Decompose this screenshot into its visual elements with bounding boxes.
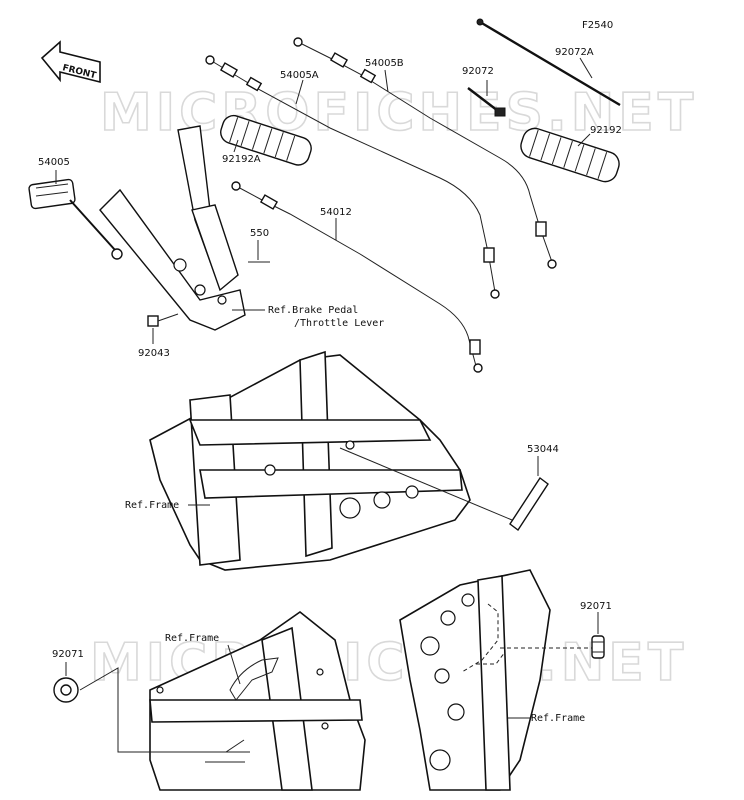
label-92071-left: 92071	[52, 649, 84, 660]
part-54005-brake-switch	[28, 178, 123, 260]
part-92071-grommet-left	[53, 677, 79, 703]
frame-bottom-left	[149, 611, 366, 791]
label-92072A: 92072A	[555, 47, 594, 58]
front-arrow-icon: FRONT	[40, 40, 101, 84]
label-92192A: 92192A	[222, 154, 261, 165]
part-54005B-cable	[293, 37, 557, 269]
label-54005B: 54005B	[365, 58, 404, 69]
label-92043: 92043	[138, 348, 170, 359]
part-92043-bolt	[147, 313, 179, 327]
label-92072: 92072	[462, 66, 494, 77]
lever-bracket	[99, 125, 246, 331]
part-92072-tie	[467, 87, 506, 117]
label-54005: 54005	[38, 157, 70, 168]
label-54012: 54012	[320, 207, 352, 218]
part-92192A-grip	[220, 114, 312, 166]
part-54005A-cable	[205, 55, 500, 299]
ref-brake-pedal: Ref.Brake Pedal	[268, 305, 358, 316]
part-53044-strip	[509, 476, 549, 532]
ref-frame-bottom-left: Ref.Frame	[165, 633, 219, 644]
ref-throttle-lever: /Throttle Lever	[294, 318, 384, 329]
label-54005A: 54005A	[280, 70, 319, 81]
label-550: 550	[250, 228, 269, 239]
diagram-code: F2540	[582, 20, 613, 31]
part-92071-grommet-right	[591, 635, 605, 659]
ref-frame-middle: Ref.Frame	[125, 500, 179, 511]
label-92192: 92192	[590, 125, 622, 136]
part-92192-grip	[520, 127, 620, 183]
frame-middle	[149, 350, 471, 571]
label-92071-right: 92071	[580, 601, 612, 612]
label-53044: 53044	[527, 444, 559, 455]
part-54012-cable	[231, 181, 483, 373]
frame-bottom-right	[399, 569, 551, 791]
part-92072A-tie	[476, 18, 621, 107]
ref-frame-bottom-right: Ref.Frame	[531, 713, 585, 724]
